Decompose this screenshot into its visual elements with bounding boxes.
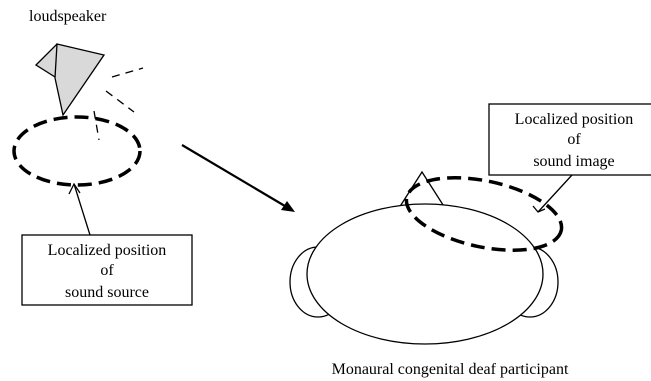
participant-head bbox=[306, 203, 544, 345]
direction-arrow bbox=[181, 144, 291, 210]
image-label-box bbox=[488, 103, 651, 176]
source-pointer-line bbox=[73, 183, 91, 236]
sound-wave-dash bbox=[93, 110, 100, 141]
sound-wave-dash bbox=[111, 67, 144, 78]
image-label-line2: of bbox=[567, 131, 581, 148]
sound-source-ellipse bbox=[12, 115, 142, 187]
participant-caption: Monaural congenital deaf participant bbox=[332, 361, 569, 378]
sound-image-ellipse bbox=[404, 176, 564, 252]
loudspeaker-cone-icon bbox=[54, 43, 106, 117]
source-pointer-head bbox=[68, 182, 81, 195]
source-label-line1: Localized position bbox=[48, 242, 167, 259]
image-pointer-head bbox=[532, 205, 546, 213]
direction-arrow-head bbox=[281, 201, 295, 212]
sound-wave-dash bbox=[105, 90, 135, 113]
source-label-line2: of bbox=[100, 262, 114, 279]
source-label-box bbox=[21, 234, 193, 306]
loudspeaker-label: loudspeaker bbox=[29, 8, 107, 25]
image-label-line3: sound image bbox=[533, 153, 614, 170]
image-pointer-line bbox=[537, 174, 573, 213]
source-label-line3: sound source bbox=[65, 284, 149, 301]
image-label-line1: Localized position bbox=[515, 111, 634, 128]
